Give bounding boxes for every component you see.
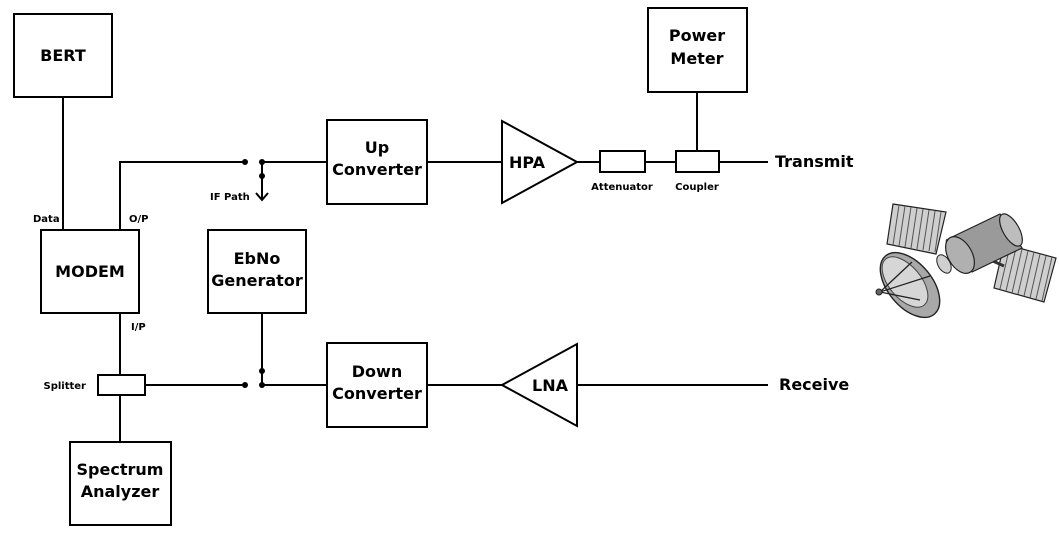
satellite-body	[936, 213, 1023, 274]
spectrum-analyzer-label-1: Spectrum	[77, 460, 164, 479]
bert-block: BERT	[13, 13, 113, 98]
op-label: O/P	[129, 214, 148, 225]
switch-dots	[242, 159, 265, 388]
modem-block: MODEM	[40, 229, 140, 314]
ebno-generator-block: EbNo Generator	[207, 229, 307, 314]
satellite-right-panel	[993, 243, 1057, 303]
spectrum-analyzer-block: Spectrum Analyzer	[69, 441, 172, 526]
splitter-label: Splitter	[44, 381, 87, 392]
tx-switch-dot-left	[242, 159, 248, 165]
lna-label: LNA	[532, 376, 569, 395]
up-converter-label-1: Up	[365, 138, 389, 157]
tx-switch-dot-right	[259, 159, 265, 165]
lna-amplifier: LNA	[499, 342, 578, 428]
splitter-block: Splitter	[44, 374, 146, 396]
power-meter-label-1: Power	[669, 26, 725, 45]
attenuator-block: Attenuator	[591, 150, 653, 193]
ebno-switch-dot	[259, 368, 265, 374]
data-label: Data	[33, 214, 60, 225]
ebno-label-2: Generator	[211, 271, 303, 290]
if-path-arrow	[255, 192, 269, 202]
rx-switch-dot-left	[242, 382, 248, 388]
rx-switch-dot-right	[259, 382, 265, 388]
transmit-label: Transmit	[775, 152, 854, 171]
receive-label: Receive	[779, 375, 849, 394]
satellite-dish	[875, 251, 941, 319]
ip-label: I/P	[131, 322, 146, 333]
if-path-label: IF Path	[210, 192, 250, 203]
connections	[62, 92, 768, 442]
satellite-left-panel	[886, 203, 947, 255]
attenuator-label: Attenuator	[591, 182, 653, 193]
modem-label: MODEM	[55, 262, 125, 281]
down-converter-label-1: Down	[352, 362, 402, 381]
ebno-label-1: EbNo	[234, 249, 281, 268]
modem-op-wire	[119, 161, 245, 230]
bert-label: BERT	[40, 46, 86, 65]
spectrum-analyzer-label-2: Analyzer	[81, 482, 160, 501]
if-switch-dot	[259, 173, 265, 179]
coupler-block: Coupler	[675, 150, 720, 193]
up-converter-label-2: Converter	[332, 160, 422, 179]
satellite-icon	[875, 203, 1057, 319]
down-converter-label-2: Converter	[332, 384, 422, 403]
hpa-label: HPA	[509, 153, 546, 172]
hpa-amplifier: HPA	[501, 119, 580, 205]
down-converter-block: Down Converter	[326, 342, 428, 428]
power-meter-label-2: Meter	[670, 49, 723, 68]
up-converter-block: Up Converter	[326, 119, 428, 205]
power-meter-block: Power Meter	[647, 7, 748, 93]
coupler-label: Coupler	[675, 182, 719, 193]
